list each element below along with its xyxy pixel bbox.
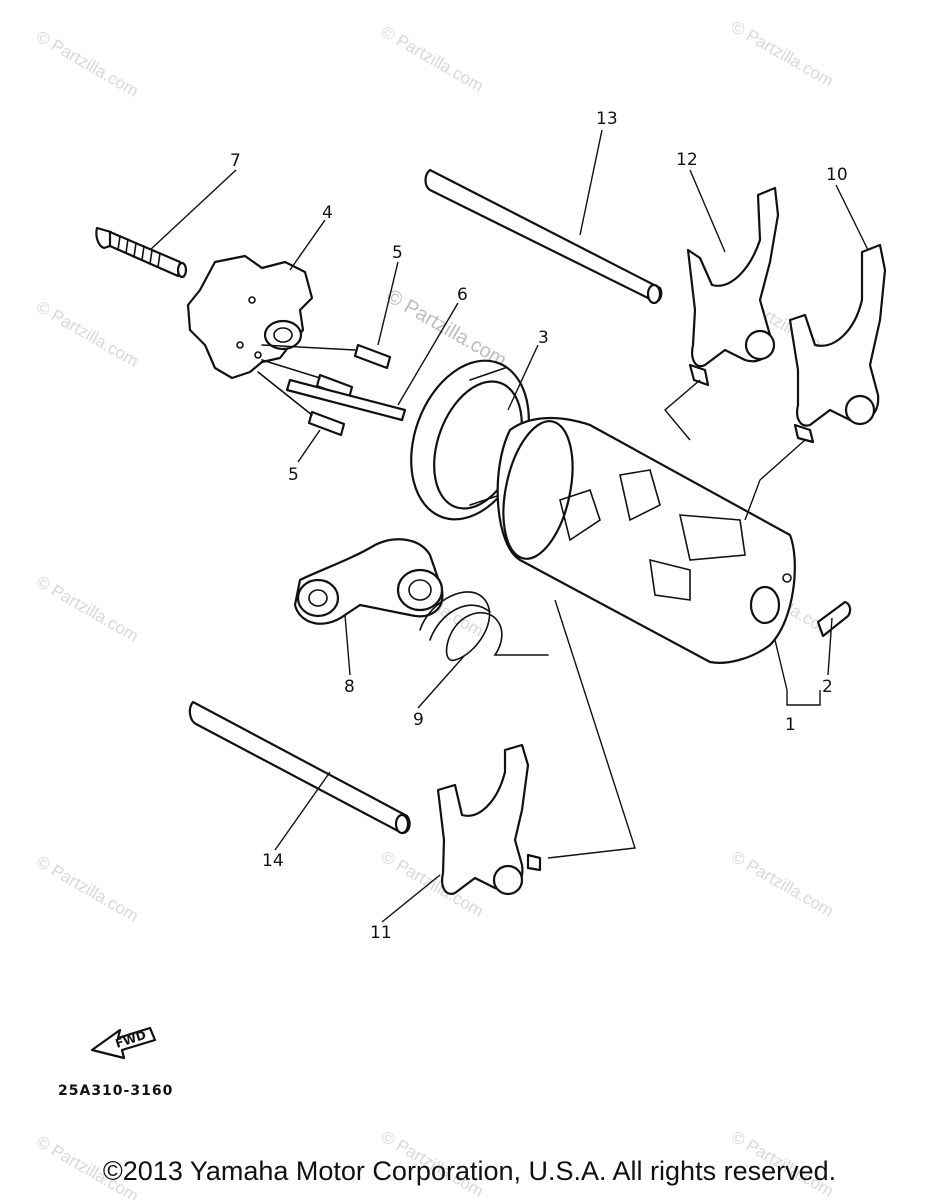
bolt-part-7 <box>95 226 188 279</box>
callout-12: 12 <box>676 150 698 170</box>
callout-14: 14 <box>262 851 284 871</box>
watermark: © Partzilla.com <box>33 572 142 646</box>
watermark: © Partzilla.com <box>383 285 511 371</box>
pin-part-2 <box>816 600 852 638</box>
forward-arrow-icon: FWD <box>90 1026 157 1060</box>
callout-9: 9 <box>413 710 424 730</box>
callout-13: 13 <box>596 109 618 129</box>
pin-part-6 <box>285 378 407 422</box>
shift-fork-part-11 <box>436 743 542 896</box>
watermark: © Partzilla.com <box>33 297 142 371</box>
guide-bar-part-13 <box>424 168 663 305</box>
shift-drum-part-1 <box>496 417 796 664</box>
callout-6: 6 <box>457 285 468 305</box>
callout-7: 7 <box>230 151 241 171</box>
shift-fork-part-12 <box>686 186 780 387</box>
callout-3: 3 <box>538 328 549 348</box>
callout-10: 10 <box>826 165 848 185</box>
copyright-notice: ©2013 Yamaha Motor Corporation, U.S.A. A… <box>102 1156 837 1186</box>
watermark: © Partzilla.com <box>728 847 837 921</box>
guide-bar-part-14 <box>188 700 411 835</box>
shift-arm-part-8 <box>293 538 444 625</box>
figure-code: 25A310-3160 <box>58 1083 174 1099</box>
spring-part-9 <box>419 591 549 662</box>
leader-lines <box>149 129 869 923</box>
segment-part-4 <box>186 254 314 380</box>
callout-8: 8 <box>344 677 355 697</box>
callout-numbers: 1 2 3 4 5 5 6 7 8 9 10 11 12 13 14 <box>230 109 848 943</box>
callout-4: 4 <box>322 203 333 223</box>
dowel-pins-part-5 <box>257 343 392 437</box>
watermark: © Partzilla.com <box>728 17 837 91</box>
callout-5-lower: 5 <box>288 465 299 485</box>
callout-5: 5 <box>392 243 403 263</box>
watermark: © Partzilla.com <box>378 22 487 96</box>
watermark: © Partzilla.com <box>33 27 142 101</box>
shift-fork-part-10 <box>788 243 887 444</box>
callout-2: 2 <box>822 677 833 697</box>
callout-1: 1 <box>785 715 796 735</box>
watermark: © Partzilla.com <box>33 852 142 926</box>
callout-11: 11 <box>370 923 392 943</box>
